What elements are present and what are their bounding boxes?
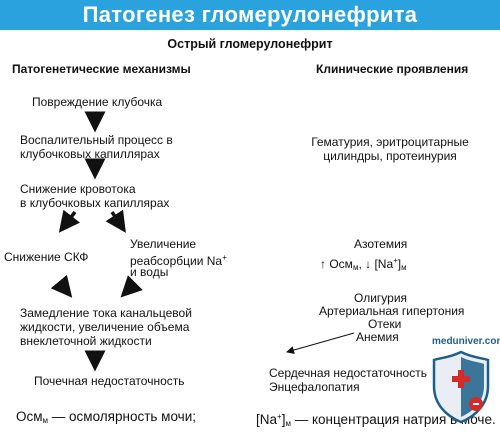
na-bracket-close: ] [397,257,402,271]
na-charge: + [393,256,398,265]
manifestation-hematuria-line1: Гематурия, эритроцитарные [311,135,469,149]
arrow-bloodflow-to-gfr [58,209,81,233]
manifestation-encephalopathy: Энцефалопатия [269,380,360,394]
manifestation-osmolarity-sodium: ↑ Осмм, ↓ [Na+]м [320,254,407,275]
right-column-header: Клинические проявления [316,62,469,76]
increase-arrow: ↑ [320,257,326,271]
arrow-gfr-to-slowdown [50,274,73,298]
footnote-osm-definition: — осмолярность мочи; [48,409,196,424]
mechanism-slowdown-line2: жидкости, увеличение объема [20,320,190,334]
mechanism-bloodflow-line1: Снижение кровотока [20,182,136,196]
footnote-na-definition: — концентрация натрия в моче. [290,412,496,427]
mechanism-bloodflow-line2: в клубочковых капиллярах [20,196,170,210]
footnote-na-open: [Na [256,412,278,427]
osm-label: Осм [329,257,353,271]
arrow-reabsorption-to-slowdown [120,275,143,298]
osm-subscript: м [352,263,359,272]
watermark-text: meduniver.com [432,336,500,347]
mechanism-inflammation-line2: клубочковых капиллярах [20,147,160,161]
manifestation-hematuria-line2: цилиндры, протеинурия [323,149,457,163]
page-title: Патогенез гломерулонефрита [82,2,418,27]
mechanism-glomerular-damage: Повреждение клубочка [32,95,163,109]
medical-shield-logo-icon [432,350,490,424]
sodium-charge: + [222,253,227,262]
manifestation-anemia: Анемия [356,330,399,344]
manifestation-hypertension: Артериальная гипертония [319,304,465,318]
footnote-na-charge: + [277,412,282,421]
footnote-na-close: ] [281,412,286,427]
manifestation-azotemia: Азотемия [354,237,408,251]
title-banner [0,0,500,30]
mechanism-reabsorption-line3: и воды [130,265,169,279]
footnote-osm-label: Осм [16,409,43,424]
mechanism-slowdown-line3: внеклеточной жидкости [20,334,152,348]
footnote-osm-subscript: м [42,416,49,425]
arrow-bloodflow-to-reabsorption [105,209,126,233]
mechanism-renal-failure: Почечная недостаточность [34,374,185,388]
mechanism-gfr-decrease: Снижение СКФ [4,250,89,264]
diagram-subtitle: Острый гломерулонефрит [167,37,333,51]
manifestation-oliguria: Олигурия [354,291,408,305]
manifestation-edema: Отеки [368,317,402,331]
footnote-osmolarity: Осмм — осмолярность мочи; [16,409,196,429]
mechanism-reabsorption-line1: Увеличение [130,237,197,251]
footnote-sodium: [Na+]м — концентрация натрия в моче. [256,409,496,432]
mechanism-reabsorption-line2: реабсорбции Na+ [130,251,227,268]
mechanism-inflammation-line1: Воспалительный процесс в [20,133,173,147]
osm-separator: , ↓ [Na [358,257,394,271]
na-subscript: м [401,263,407,272]
left-column-header: Патогенетические механизмы [12,62,191,76]
mechanism-reabsorption-text: реабсорбции Na [130,254,223,268]
footnote-na-subscript: м [285,419,291,428]
mechanism-slowdown-line1: Замедление тока канальцевой [20,306,192,320]
manifestation-heart-failure: Сердечная недостаточность [269,366,427,380]
arrow-manifestations-pointer [286,332,355,354]
